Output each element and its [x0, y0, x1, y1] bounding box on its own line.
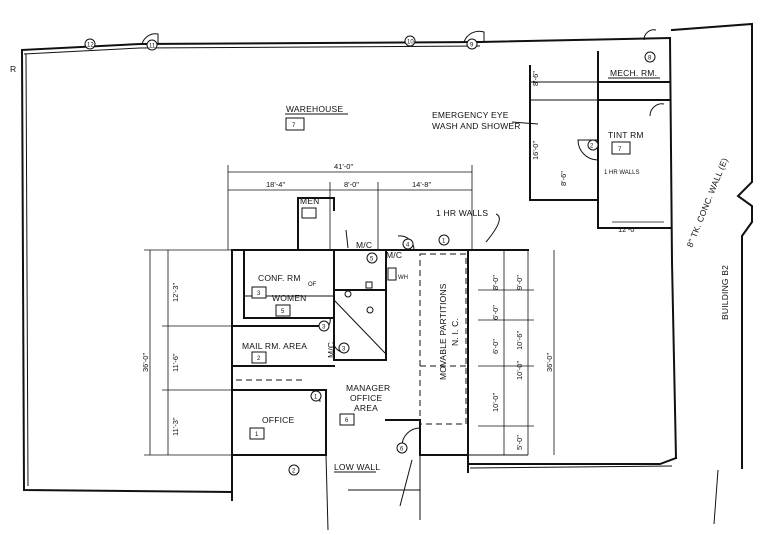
conc-wall-note: 8" TK. CONC. WALL (E) — [685, 156, 730, 248]
hr-walls-note: 1 HR WALLS — [436, 208, 488, 218]
door-tag-12: 12 — [87, 43, 94, 49]
dim-inner-c: 6'-0" — [491, 339, 500, 354]
mail-rm-number: 2 — [257, 356, 261, 362]
eye-wash-note-line1: EMERGENCY EYE — [432, 110, 509, 120]
mc-label-1: M/C — [356, 240, 372, 250]
office-block — [231, 197, 529, 507]
warehouse-number: 7 — [292, 123, 296, 129]
women-number: 5 — [281, 309, 285, 315]
office-door-tags — [288, 234, 450, 476]
dim-top-b: 8'-0" — [344, 180, 359, 189]
dim-inner-b: 6'-0" — [491, 305, 500, 320]
door-tag-6: 6 — [400, 447, 404, 453]
manager-number: 6 — [345, 418, 349, 424]
right-dimensions — [478, 250, 555, 455]
manager-label-line3: AREA — [354, 403, 378, 413]
top-dimensions — [227, 165, 473, 250]
building-label: BUILDING B2 — [720, 265, 730, 320]
tint-rm-number: 7 — [618, 147, 622, 153]
manager-label-line2: OFFICE — [350, 393, 382, 403]
conf-rm-number: 3 — [257, 291, 261, 297]
office-label: OFFICE — [262, 415, 294, 425]
door-tag-3: 3 — [322, 325, 326, 331]
mail-rm-label: MAIL RM. AREA — [242, 341, 307, 351]
r-mark: R — [10, 64, 16, 74]
tint-dim-b: 16'-0" — [531, 141, 540, 160]
office-number: 1 — [255, 432, 259, 438]
dim-top-c: 14'-8" — [412, 180, 431, 189]
dim-left-b: 11'-6" — [171, 353, 180, 372]
mech-tint-block — [529, 51, 671, 229]
door-tag-10: 10 — [407, 40, 414, 46]
warehouse-label: WAREHOUSE — [286, 104, 343, 114]
mech-rm-label: MECH. RM. — [610, 68, 657, 78]
door-tag-9: 9 — [470, 43, 474, 49]
dim-top-overall: 41'-0" — [334, 162, 353, 171]
movable-partitions-line2: N. I. C. — [450, 318, 460, 346]
door-tag-2-tint: 2 — [590, 144, 594, 150]
door-tag-4: 4 — [406, 243, 410, 249]
low-wall-label: LOW WALL — [334, 462, 380, 472]
movable-partitions-line1: MOVABLE PARTITIONS — [438, 283, 448, 380]
door-tag-5: 5 — [370, 257, 374, 263]
women-label: WOMEN — [272, 293, 307, 303]
dim-left-c: 11'-3" — [171, 417, 180, 436]
door-tag-1: 1 — [442, 239, 446, 245]
door-tag-2b: 2 — [292, 469, 296, 475]
dim-top-a: 18'-4" — [266, 180, 285, 189]
outer-walls — [20, 22, 753, 531]
mc-label-3: M/C — [326, 342, 336, 358]
dim-right-c: 10'-0" — [491, 393, 500, 412]
dim-right-a: 9'-0" — [515, 275, 524, 290]
of-mark: OF — [308, 282, 317, 288]
door-tag-3b: 3 — [342, 347, 346, 353]
tint-dim-c: 8'-6" — [559, 171, 568, 186]
dim-left-overall: 36'-0" — [141, 353, 150, 372]
left-dimensions — [144, 249, 232, 456]
tint-width-dim: 12'-0" — [618, 225, 637, 234]
door-tag-8: 8 — [648, 56, 652, 62]
manager-label-line1: MANAGER — [346, 383, 390, 393]
tint-rm-label: TINT RM — [608, 130, 644, 140]
door-tag-1b: 1 — [314, 395, 318, 401]
dim-right-overall: 36'-0" — [545, 353, 554, 372]
door-tag-11: 11 — [149, 44, 156, 50]
dim-right-b: 10'-6" — [515, 331, 524, 350]
men-label: MEN — [300, 196, 320, 206]
wh-label: WH — [398, 275, 408, 281]
mc-label-2: M/C — [386, 250, 402, 260]
top-doors — [84, 29, 657, 63]
dim-inner-d: 10'-0" — [515, 361, 524, 380]
dim-right-d: 5'-0" — [515, 435, 524, 450]
dim-left-a: 12'-3" — [171, 283, 180, 302]
conf-rm-label: CONF. RM — [258, 273, 301, 283]
tint-hr-walls-note: 1 HR WALLS — [604, 170, 639, 176]
dim-inner-a: 8'-0" — [491, 275, 500, 290]
eye-wash-note-line2: WASH AND SHOWER — [432, 121, 521, 131]
tint-dim-a: 8'-6" — [531, 71, 540, 86]
